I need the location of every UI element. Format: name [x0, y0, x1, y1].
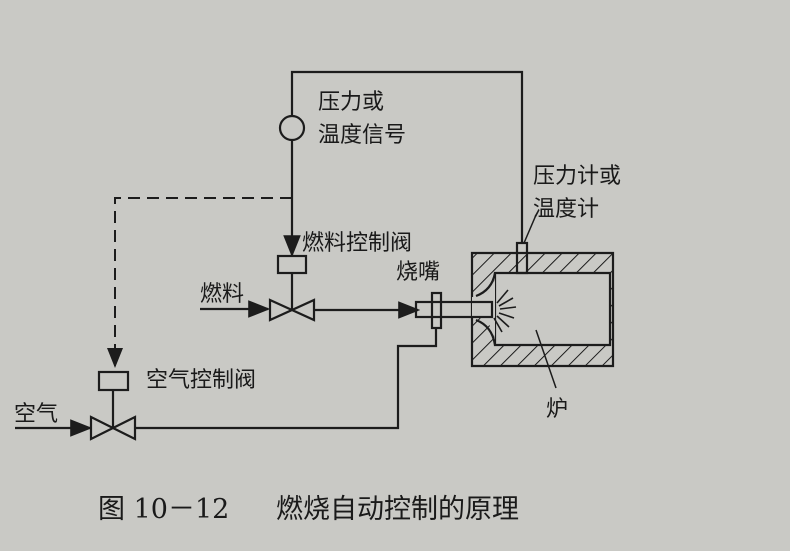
figure-title: 燃烧自动控制的原理 [276, 494, 519, 525]
furnace-pointer [535, 329, 557, 389]
figure-number: 图 10－12 [98, 494, 229, 525]
air-label: 空气 [14, 402, 58, 427]
gauge-label-line2: 温度计 [533, 197, 599, 222]
furnace-label: 炉 [546, 397, 568, 422]
fuel-label: 燃料 [200, 282, 244, 307]
burner-icon [414, 289, 517, 333]
signal-label-line1: 压力或 [318, 90, 384, 115]
signal-transmitter-icon [278, 114, 306, 142]
air-control-dashed-line [107, 197, 292, 368]
fuel-valve-label: 燃料控制阀 [302, 231, 412, 256]
gauge-label-line1: 压力计或 [533, 164, 621, 189]
gauge-pointer [523, 214, 537, 244]
air-line [135, 328, 438, 430]
burner-label: 烧嘴 [396, 260, 440, 285]
air-valve-label: 空气控制阀 [146, 368, 256, 393]
signal-label-line2: 温度信号 [318, 123, 406, 148]
